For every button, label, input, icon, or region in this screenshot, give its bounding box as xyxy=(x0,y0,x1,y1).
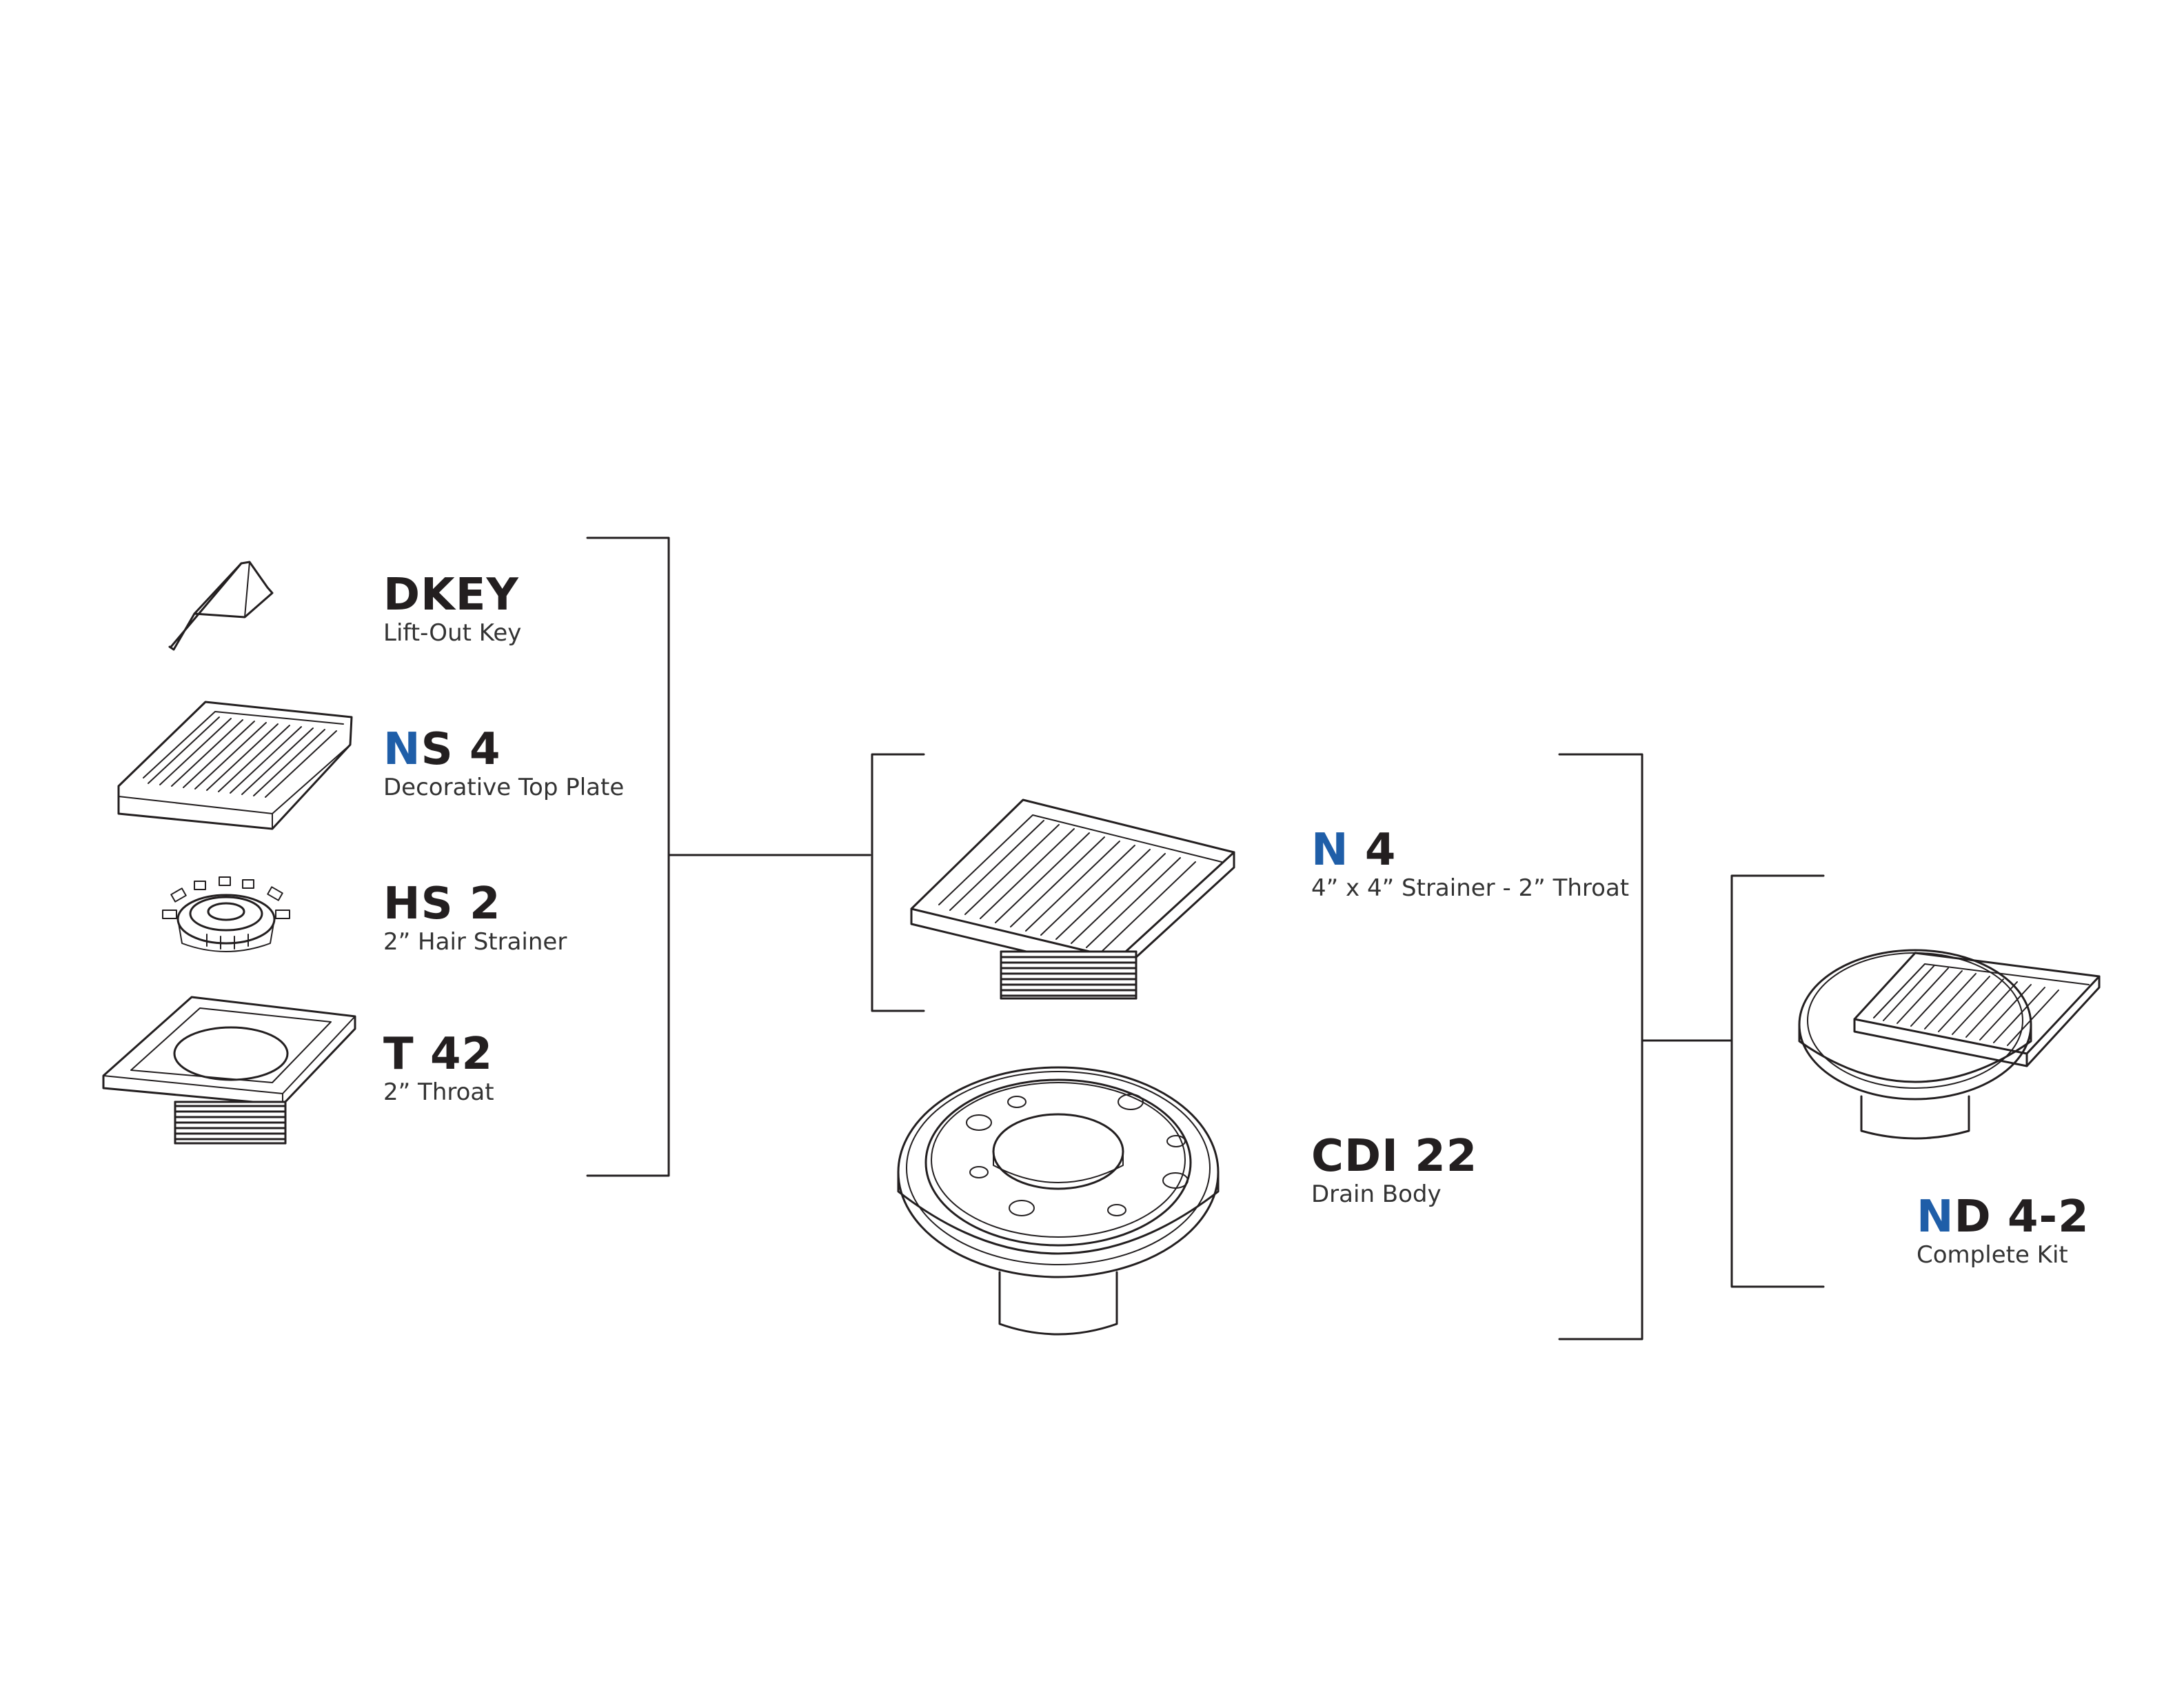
part-desc-dkey: Lift-Out Key xyxy=(383,619,522,647)
part-desc-ns4: Decorative Top Plate xyxy=(383,774,625,801)
part-label-t42: T 42 2” Throat xyxy=(383,1030,494,1106)
drain-body-icon xyxy=(897,1066,1220,1336)
part-code-ns4: NS 4 xyxy=(383,724,501,775)
kit-label-nd42: ND 4-2 Complete Kit xyxy=(1917,1193,2090,1269)
decorative-top-plate-icon xyxy=(117,701,353,830)
hair-strainer-icon xyxy=(162,876,290,952)
kit-code-nd42: ND 4-2 xyxy=(1917,1192,2090,1243)
assembly-desc-cdi22: Drain Body xyxy=(1311,1180,1442,1208)
part-code-dkey: DKEY xyxy=(383,570,519,621)
assembly-code-cdi22: CDI 22 xyxy=(1311,1131,1478,1182)
assembly-label-cdi22: CDI 22 Drain Body xyxy=(1311,1132,1477,1208)
part-label-dkey: DKEY Lift-Out Key xyxy=(383,571,521,647)
part-label-ns4: NS 4 Decorative Top Plate xyxy=(383,725,624,801)
assembly-desc-n4: 4” x 4” Strainer - 2” Throat xyxy=(1311,874,1630,902)
part-code-hs2: HS 2 xyxy=(383,878,501,930)
bracket-kit xyxy=(1730,874,1825,1288)
kit-desc-nd42: Complete Kit xyxy=(1917,1241,2068,1269)
complete-kit-icon xyxy=(1798,949,2101,1140)
lift-out-key-icon xyxy=(168,561,274,651)
throat-icon xyxy=(102,996,356,1145)
bracket-parts xyxy=(586,536,871,1177)
part-label-hs2: HS 2 2” Hair Strainer xyxy=(383,880,567,956)
part-desc-t42: 2” Throat xyxy=(383,1078,494,1106)
bracket-strainer xyxy=(871,753,925,1012)
bracket-assemblies xyxy=(1558,753,1733,1340)
assembly-label-n4: N 4 4” x 4” Strainer - 2” Throat xyxy=(1311,826,1629,902)
assembly-code-n4: N 4 xyxy=(1311,825,1397,876)
strainer-assembly-icon xyxy=(910,798,1235,1000)
part-desc-hs2: 2” Hair Strainer xyxy=(383,928,567,956)
part-code-t42: T 42 xyxy=(383,1029,493,1080)
